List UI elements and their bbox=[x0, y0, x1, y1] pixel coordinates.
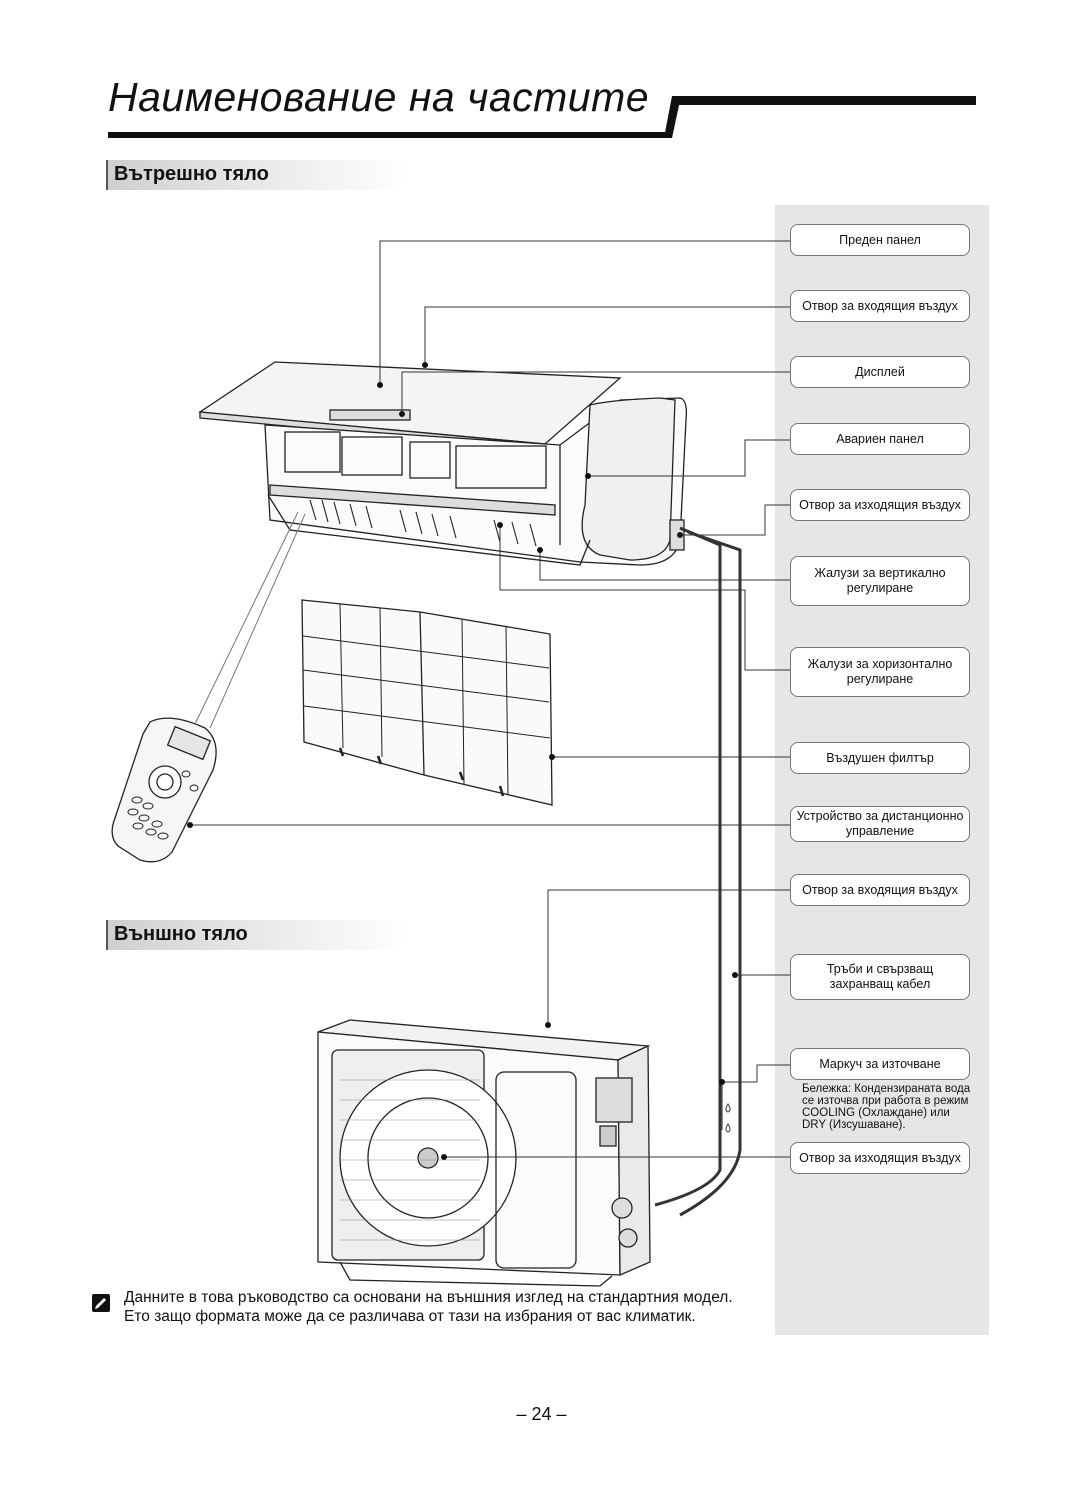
air-filter-illustration bbox=[301, 599, 553, 806]
drain-note: Бележка: Кондензираната вода се източва … bbox=[802, 1083, 971, 1131]
callout-emergency-panel: Авариен панел bbox=[790, 423, 970, 455]
page-title: Наименование на частите bbox=[108, 74, 650, 120]
callout-air-inlet-outdoor: Отвор за входящия въздух bbox=[790, 874, 970, 906]
callout-horizontal-louvers: Жалузи за хоризонтално регулиране bbox=[790, 647, 970, 697]
remote-control-illustration bbox=[111, 717, 217, 863]
section-outdoor-label: Външно тяло bbox=[114, 923, 248, 945]
note-icon bbox=[92, 1294, 110, 1312]
section-outdoor: Външно тяло bbox=[106, 920, 408, 950]
callout-vertical-louvers: Жалузи за вертикално регулиране bbox=[790, 556, 970, 606]
indoor-unit-illustration bbox=[198, 361, 688, 566]
callout-air-outlet-indoor: Отвор за изходящия въздух bbox=[790, 489, 970, 521]
title-connector bbox=[664, 96, 681, 138]
callout-air-filter: Въздушен филтър bbox=[790, 742, 970, 774]
callout-air-inlet-indoor: Отвор за входящия въздух bbox=[790, 290, 970, 322]
callout-drain-hose: Маркуч за източване bbox=[790, 1048, 970, 1080]
outdoor-unit-illustration bbox=[317, 1019, 651, 1287]
title-underline bbox=[108, 132, 666, 138]
footer-note: Данните в това ръководство са основани н… bbox=[124, 1289, 733, 1325]
callout-front-panel: Преден панел bbox=[790, 224, 970, 256]
section-indoor-label: Вътрешно тяло bbox=[114, 163, 269, 185]
page-number: – 24 – bbox=[516, 1404, 567, 1424]
callout-remote-control: Устройство за дистанционно управление bbox=[790, 806, 970, 842]
callout-display: Дисплей bbox=[790, 356, 970, 388]
title-decor-bar bbox=[672, 96, 976, 105]
callout-air-outlet-outdoor: Отвор за изходящия въздух bbox=[790, 1142, 970, 1174]
section-indoor: Вътрешно тяло bbox=[106, 160, 408, 190]
callout-pipes-cable: Тръби и свързващ захранващ кабел bbox=[790, 954, 970, 1000]
